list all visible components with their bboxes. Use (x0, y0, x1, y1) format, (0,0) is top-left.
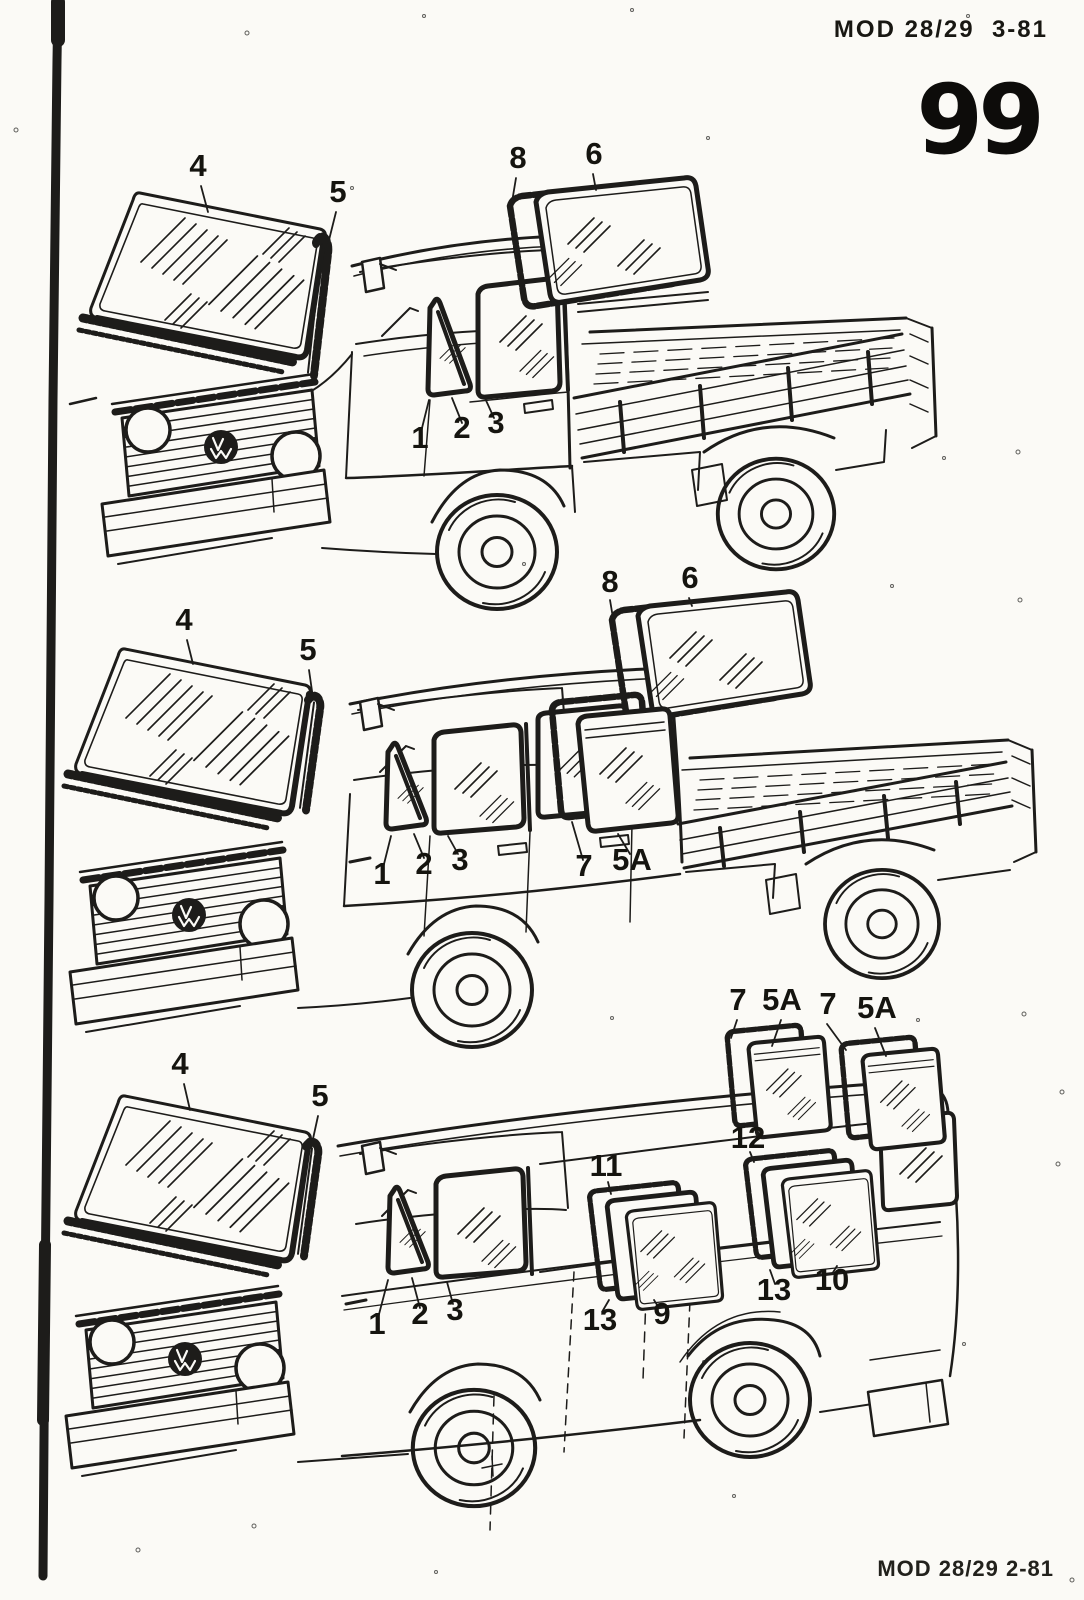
page-number: 99 (916, 64, 1045, 176)
callout-fig3-7b: 7 (819, 986, 847, 1051)
front-grille (70, 842, 298, 1032)
figure-van-bus: 7 5A 7 5A 4 5 11 (64, 982, 960, 1531)
callout-fig1-5: 5 (319, 174, 347, 277)
sliding-window-and-seal-2 (841, 1037, 944, 1149)
svg-text:8: 8 (509, 140, 526, 175)
flatbed-body (676, 738, 1038, 915)
callout-fig2-8: 8 (601, 564, 619, 619)
svg-text:3: 3 (451, 842, 468, 877)
callout-fig3-13b: 13 (757, 1269, 791, 1307)
svg-text:4: 4 (175, 602, 193, 637)
callout-fig3-11: 11 (590, 1148, 623, 1195)
callout-fig2-1: 1 (373, 835, 392, 891)
svg-text:6: 6 (585, 136, 602, 171)
svg-text:5: 5 (329, 174, 346, 209)
footer-code: MOD 28/29 2-81 (877, 1556, 1054, 1581)
front-door-window-glass (431, 722, 527, 836)
callout-fig3-13a: 13 (583, 1299, 617, 1337)
callout-fig3-4: 4 (171, 1046, 191, 1111)
front-grille (66, 1286, 294, 1476)
windshield-glass (79, 193, 325, 372)
callout-fig3-7a: 7 (729, 982, 747, 1039)
svg-text:11: 11 (590, 1148, 623, 1183)
callout-fig2-4: 4 (175, 602, 194, 665)
rear-wheel (823, 867, 941, 981)
svg-text:13: 13 (583, 1302, 617, 1337)
middle-side-window-set (590, 1183, 723, 1310)
callout-fig2-5: 5 (299, 632, 317, 699)
front-wheel (435, 493, 559, 611)
svg-text:8: 8 (601, 564, 618, 599)
header-code: MOD 28/29 3-81 (833, 16, 1048, 43)
callout-fig2-7: 7 (571, 821, 593, 883)
callout-fig3-5Ab: 5A (857, 990, 897, 1057)
callout-fig3-5: 5 (310, 1078, 329, 1149)
figure-single-cab-flatbed-truck: 4 5 8 6 1 2 3 (68, 136, 938, 611)
door-window-glass (475, 276, 563, 400)
figure-double-cab-flatbed-truck: 4 5 8 6 1 2 3 (64, 560, 1038, 1049)
svg-text:5A: 5A (762, 982, 802, 1017)
svg-text:1: 1 (373, 856, 390, 891)
svg-text:4: 4 (189, 148, 207, 183)
svg-text:13: 13 (757, 1272, 791, 1307)
rear-wheel (715, 456, 837, 572)
fig2-callouts: 4 5 8 6 1 2 3 (175, 560, 698, 891)
svg-text:7: 7 (729, 982, 746, 1017)
callout-fig1-3: 3 (483, 395, 505, 440)
windshield-glass (64, 649, 310, 828)
front-grille (102, 374, 330, 564)
callout-fig2-6: 6 (681, 560, 699, 607)
fig1-callouts: 4 5 8 6 1 2 3 (189, 136, 602, 455)
scan-specks (13, 8, 1075, 1583)
callout-fig1-4: 4 (189, 148, 209, 213)
svg-text:3: 3 (487, 405, 504, 440)
svg-text:5A: 5A (857, 990, 897, 1025)
callout-fig1-8: 8 (509, 140, 527, 203)
page-border-bar (37, 0, 65, 1581)
callout-fig3-10: 10 (815, 1262, 849, 1297)
callout-fig1-2: 2 (451, 397, 471, 445)
windshield-glass (64, 1096, 310, 1275)
callout-fig3-3: 3 (446, 1281, 464, 1327)
svg-text:2: 2 (411, 1296, 428, 1331)
callout-fig2-3: 3 (447, 835, 469, 877)
svg-text:7: 7 (575, 848, 592, 883)
svg-text:2: 2 (415, 846, 432, 881)
front-wheel (410, 931, 534, 1049)
callout-fig3-5Aa: 5A (762, 982, 802, 1047)
svg-text:5A: 5A (612, 842, 652, 877)
rear-wheel (688, 1341, 812, 1459)
svg-text:1: 1 (411, 420, 428, 455)
callout-fig3-12: 12 (731, 1120, 765, 1163)
svg-text:7: 7 (819, 986, 836, 1021)
svg-text:3: 3 (446, 1292, 463, 1327)
svg-text:5: 5 (299, 632, 316, 667)
svg-text:10: 10 (815, 1262, 849, 1297)
fig3-callouts: 7 5A 7 5A 4 5 11 (171, 982, 896, 1341)
svg-text:6: 6 (681, 560, 698, 595)
callout-fig3-9: 9 (653, 1296, 671, 1331)
flatbed-body (572, 291, 938, 507)
svg-text:9: 9 (653, 1296, 670, 1331)
callout-fig1-6: 6 (585, 136, 603, 191)
rear-side-window-set (746, 1151, 879, 1278)
svg-text:1: 1 (368, 1306, 385, 1341)
callout-fig2-2: 2 (413, 833, 433, 881)
callout-fig1-1: 1 (411, 399, 430, 455)
svg-text:2: 2 (453, 410, 470, 445)
svg-text:12: 12 (731, 1120, 765, 1155)
callout-fig3-2: 2 (411, 1277, 429, 1331)
callout-fig3-1: 1 (368, 1279, 389, 1341)
svg-text:5: 5 (311, 1078, 328, 1113)
callout-fig2-5A: 5A (612, 833, 652, 877)
van-body (297, 1080, 960, 1531)
svg-text:4: 4 (171, 1046, 189, 1081)
